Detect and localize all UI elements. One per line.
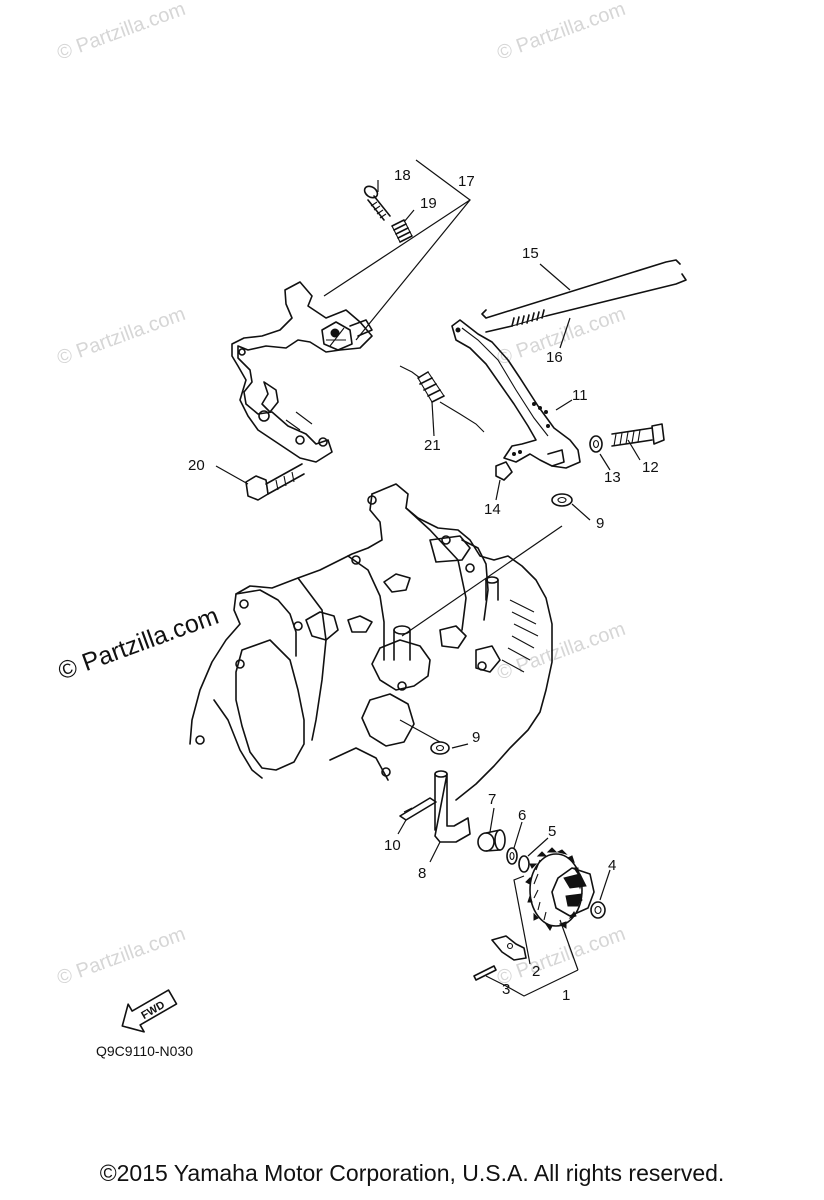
part-9-washer-upper [551,493,573,507]
watermark: © Partzilla.com [494,0,628,65]
part-13-washer [589,435,603,453]
part-12-bolt [611,423,665,447]
callout-17: 17 [458,173,475,190]
part-21-spring [399,365,485,433]
part-3-pin [473,965,497,981]
callout-1: 1 [562,987,570,1004]
diagram-code: Q9C9110-N030 [96,1043,193,1059]
callout-11: 11 [572,387,588,404]
callout-8: 8 [418,865,426,882]
callout-20: 20 [188,457,205,474]
part-16-spring-link [485,273,687,333]
callout-15: 15 [522,245,539,262]
watermark-prominent: © Partzilla.com [54,602,222,686]
part-1-gear [525,847,595,931]
callout-10: 10 [384,837,401,854]
callout-21: 21 [424,437,441,454]
watermark: © Partzilla.com [54,923,188,990]
callout-7: 7 [488,791,496,808]
part-9-washer-lower [430,741,450,755]
crankcase [189,483,553,801]
part-6-washer [506,847,518,865]
callout-19: 19 [420,195,437,212]
callout-2: 2 [532,963,540,980]
part-8-shaft [434,770,471,843]
callout-4: 4 [608,857,616,874]
part-10-clip [399,797,437,821]
callout-16: 16 [546,349,563,366]
callout-13: 13 [604,469,621,486]
callout-9-lower: 9 [472,729,480,746]
callout-6: 6 [518,807,526,824]
leader-lines [215,159,641,997]
part-5-ring [518,855,530,873]
part-20-bolt [245,463,305,501]
watermark: © Partzilla.com [54,303,188,370]
part-18-bolt [363,185,391,221]
part-17-bracket [231,281,373,463]
part-11-lever [451,319,581,469]
callout-9-upper: 9 [596,515,604,532]
fwd-label: FWD [139,999,167,1022]
fwd-arrow-icon: FWD [121,989,178,1033]
callouts: 1 2 3 4 5 6 7 8 9 9 10 11 12 13 14 15 16… [188,167,659,1004]
part-7-sleeve [477,829,506,852]
callout-18: 18 [394,167,411,184]
watermark-group: © Partzilla.com © Partzilla.com © Partzi… [54,0,628,990]
part-4-washer [590,901,606,919]
part-19-spring [391,219,413,243]
callout-5: 5 [548,823,556,840]
part-2-clip [491,935,527,961]
part-15-rod [481,259,681,319]
part-14-nut [495,461,513,481]
watermark: © Partzilla.com [54,0,188,65]
callout-3: 3 [502,981,510,998]
callout-14: 14 [484,501,501,518]
copyright-notice: ©2015 Yamaha Motor Corporation, U.S.A. A… [99,1160,725,1186]
callout-12: 12 [642,459,659,476]
watermark: © Partzilla.com [494,923,628,990]
